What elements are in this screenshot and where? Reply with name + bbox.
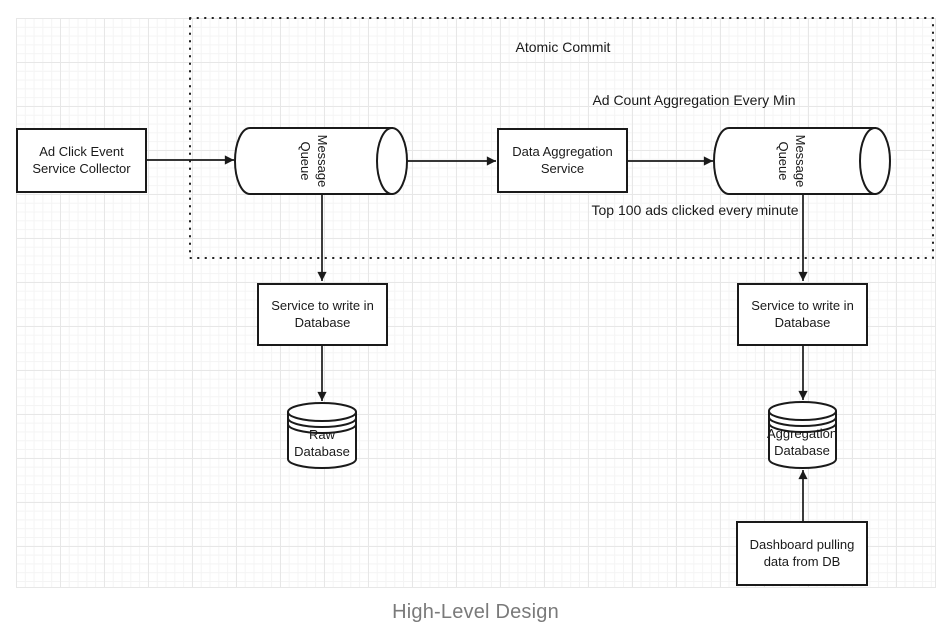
node-dashboard-pulling-data: Dashboard pulling data from DB [736, 521, 868, 586]
atomic-commit-label: Atomic Commit [515, 39, 611, 55]
node-service-to-write-in-database-1: Service to write in Database [257, 283, 388, 346]
aggregation-database-label: Aggregation Database [766, 426, 838, 458]
node-data-aggregation-service: Data Aggregation Service [497, 128, 628, 193]
ad-count-aggregation-label: Ad Count Aggregation Every Min [592, 92, 796, 108]
message-queue-1-label: Message Queue [298, 134, 330, 188]
message-queue-2-label: Message Queue [776, 134, 808, 188]
node-service-to-write-in-database-2: Service to write in Database [737, 283, 868, 346]
diagram-caption: High-Level Design [392, 601, 559, 623]
node-ad-click-event-service-collector: Ad Click Event Service Collector [16, 128, 147, 193]
top-100-ads-label: Top 100 ads clicked every minute [591, 202, 799, 218]
raw-database-label: Raw Database [294, 427, 350, 459]
